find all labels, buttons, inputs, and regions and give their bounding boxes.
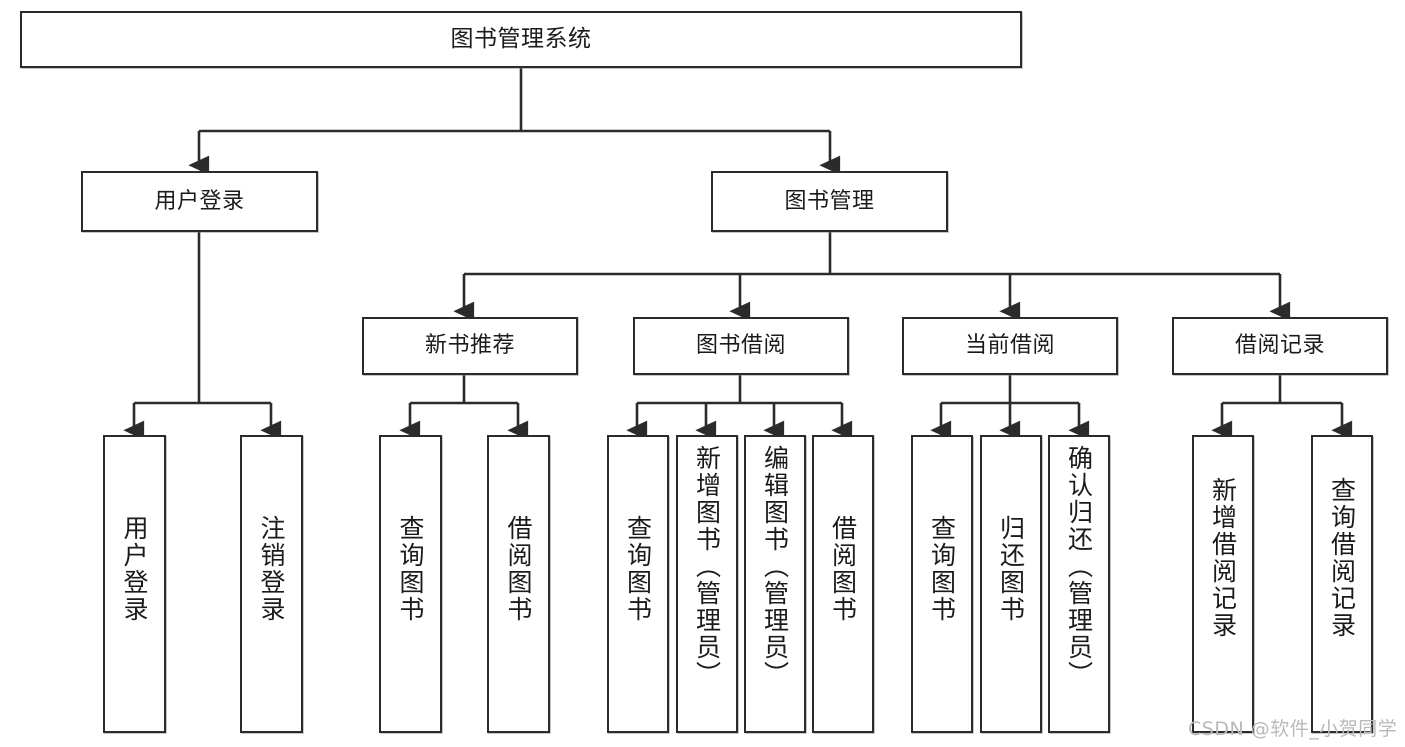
node-label: 查询图书 [927, 515, 957, 623]
node-label: 新书推荐 [424, 333, 515, 359]
node-user-login[interactable]: 用户登录 [81, 171, 318, 232]
node-label: 图书借阅 [695, 333, 786, 359]
node-borrow-record[interactable]: 借阅记录 [1172, 317, 1388, 375]
node-book-management[interactable]: 图书管理 [711, 171, 948, 232]
leaf-user-login-logout[interactable]: 注销登录 [240, 435, 303, 733]
leaf-book-borrow-edit[interactable]: 编辑图书（管理员） [744, 435, 806, 733]
node-label: 查询借阅记录 [1327, 477, 1357, 639]
leaf-current-borrow-confirm-return[interactable]: 确认归还（管理员） [1048, 435, 1110, 733]
node-label: 注销登录 [257, 515, 286, 623]
node-label: 图书管理系统 [450, 25, 592, 52]
leaf-current-borrow-return[interactable]: 归还图书 [980, 435, 1042, 733]
leaf-new-book-query[interactable]: 查询图书 [379, 435, 442, 733]
node-label: 用户登录 [120, 515, 149, 623]
leaf-user-login-login[interactable]: 用户登录 [103, 435, 166, 733]
node-label: 归还图书 [996, 515, 1026, 623]
node-label: 新增借阅记录 [1208, 477, 1238, 639]
leaf-borrow-record-query[interactable]: 查询借阅记录 [1311, 435, 1373, 733]
node-new-book-recommend[interactable]: 新书推荐 [362, 317, 578, 375]
leaf-new-book-borrow[interactable]: 借阅图书 [487, 435, 550, 733]
node-label: 借阅图书 [828, 515, 858, 623]
leaf-borrow-record-add[interactable]: 新增借阅记录 [1192, 435, 1254, 733]
node-label: 图书管理 [784, 188, 875, 214]
node-root-system[interactable]: 图书管理系统 [20, 11, 1022, 68]
node-label: 借阅图书 [504, 515, 533, 623]
node-label: 新增图书（管理员） [692, 445, 722, 688]
leaf-current-borrow-query[interactable]: 查询图书 [911, 435, 973, 733]
node-label: 查询图书 [396, 515, 425, 623]
node-label: 当前借阅 [964, 333, 1055, 359]
node-label: 用户登录 [154, 188, 245, 214]
leaf-book-borrow-borrow[interactable]: 借阅图书 [812, 435, 874, 733]
node-label: 编辑图书（管理员） [760, 445, 790, 688]
watermark-csdn: CSDN @软件_小贺同学 [1188, 718, 1398, 740]
node-label: 借阅记录 [1234, 333, 1325, 359]
leaf-book-borrow-add[interactable]: 新增图书（管理员） [676, 435, 738, 733]
leaf-book-borrow-query[interactable]: 查询图书 [607, 435, 669, 733]
node-label: 确认归还（管理员） [1064, 445, 1094, 688]
node-current-borrow[interactable]: 当前借阅 [902, 317, 1118, 375]
node-book-borrow[interactable]: 图书借阅 [633, 317, 849, 375]
node-label: 查询图书 [623, 515, 653, 623]
